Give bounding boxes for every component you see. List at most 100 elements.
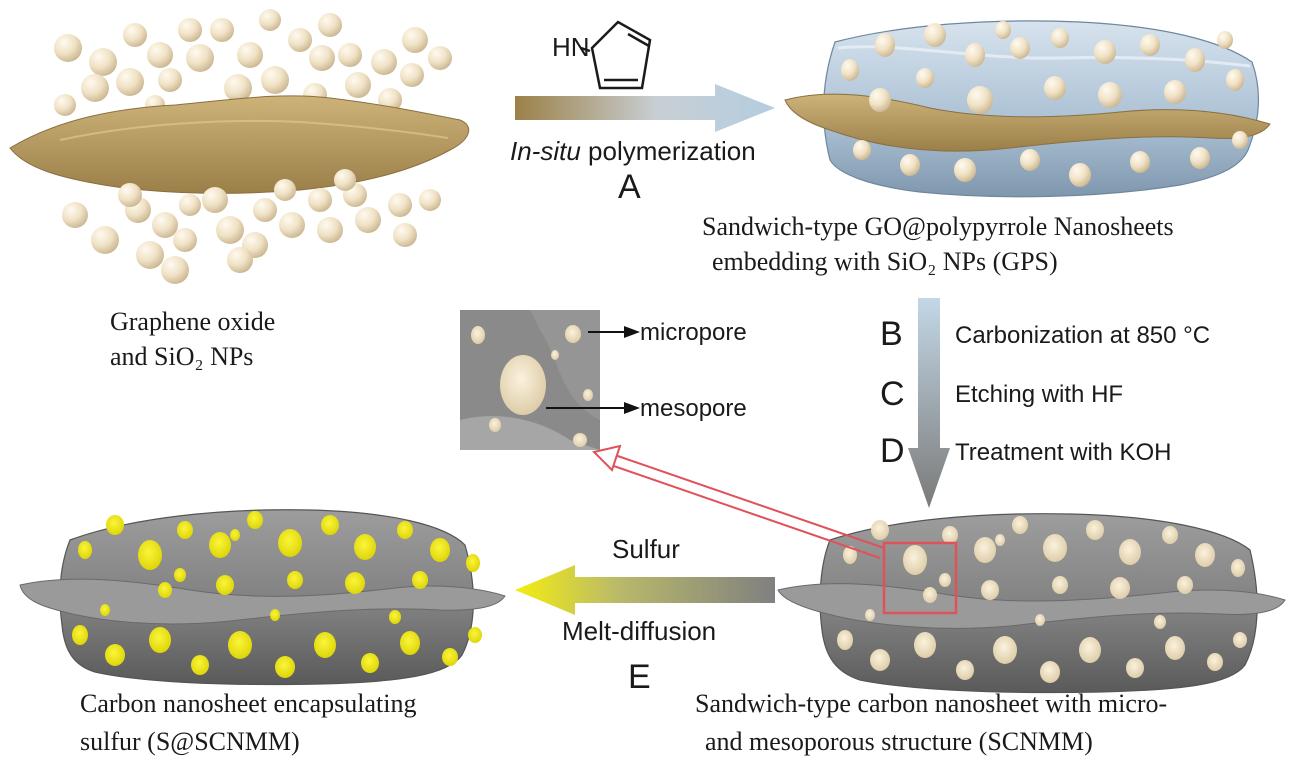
silica-sphere [261, 66, 289, 94]
scnmm-caption-line2: and mesoporous structure (SCNMM) [705, 727, 1093, 756]
silica-sphere [123, 23, 147, 47]
pore [1079, 637, 1101, 663]
embedded-silica-sphere [875, 33, 895, 57]
pore [956, 660, 974, 680]
silica-sphere [318, 13, 342, 37]
embedded-silica-sphere [900, 154, 920, 176]
step-b-text: Carbonization at 850 °C [955, 322, 1210, 349]
sulfur-filled-pore [138, 540, 162, 570]
silica-sphere [161, 256, 189, 284]
zoom-region-box [882, 541, 958, 615]
silica-sphere [309, 45, 335, 71]
silica-sphere [224, 74, 252, 102]
pore [1126, 658, 1144, 678]
silica-sphere [345, 72, 371, 98]
sulfur-filled-pore [149, 627, 171, 653]
silica-sphere [152, 212, 178, 238]
embedded-silica-sphere [1226, 69, 1244, 91]
step-c-letter: C [880, 375, 905, 413]
sulfur-filled-pore [321, 515, 339, 535]
silica-sphere [279, 212, 305, 238]
pore [974, 537, 996, 563]
sulfur-filled-pore [270, 609, 280, 621]
sulfur-filled-pore [468, 627, 482, 643]
pore [1162, 526, 1178, 544]
embedded-silica-sphere [1098, 82, 1122, 108]
sulfur-filled-pore [174, 568, 186, 582]
silica-sphere [116, 68, 144, 96]
step-c-text: Etching with HF [955, 381, 1123, 408]
scnmm-panel [777, 513, 1286, 694]
sulfur-filled-pore [466, 554, 480, 572]
silica-spheres-top [54, 9, 452, 116]
sulfur-filled-pore [228, 631, 252, 659]
mesopore-label: mesopore [640, 395, 747, 422]
silica-sphere [400, 63, 424, 87]
silica-sphere [158, 68, 182, 92]
arrow-a [515, 84, 775, 132]
s-scnmm-caption-line1: Carbon nanosheet encapsulating [80, 689, 416, 718]
pore [1154, 615, 1166, 629]
sulfur-filled-pores [72, 511, 482, 678]
pore [1012, 516, 1028, 534]
pore [1177, 576, 1193, 594]
sulfur-filled-pore [106, 515, 124, 535]
sulfur-filled-pore [345, 572, 365, 594]
go-sheet-in-gps [784, 93, 1271, 152]
silica-sphere [237, 42, 263, 68]
embedded-silica-sphere [841, 59, 859, 81]
silica-sphere [62, 202, 88, 228]
pore [1195, 543, 1215, 567]
gps-panel [784, 20, 1271, 198]
sulfur-filled-pore [100, 604, 110, 616]
silica-sphere [308, 188, 332, 212]
silica-spheres-bottom [62, 169, 441, 284]
silica-sphere [338, 43, 362, 67]
sulfur-filled-pore [430, 538, 450, 562]
sulfur-filled-pore [397, 521, 413, 539]
silica-sphere [274, 179, 296, 201]
step-d-letter: D [880, 432, 905, 470]
pore [995, 534, 1005, 546]
pore [870, 649, 890, 671]
silica-sphere [210, 18, 234, 42]
silica-sphere [419, 189, 441, 211]
mesopore-hole [500, 355, 546, 415]
sulfur-filled-pore [72, 625, 88, 645]
silica-sphere [54, 94, 76, 116]
sulfur-filled-pore [400, 631, 420, 655]
silica-sphere [317, 217, 343, 243]
embedded-silica-sphere [853, 140, 871, 160]
silica-sphere [355, 207, 381, 233]
silica-sphere [227, 247, 253, 273]
silica-sphere [54, 34, 82, 62]
sulfur-filled-pore [412, 571, 428, 589]
arrow-e [515, 565, 775, 615]
pore [1043, 534, 1067, 562]
sulfur-filled-pore [442, 648, 458, 666]
arrow-bcd [908, 298, 950, 508]
embedded-silica-sphere [924, 23, 946, 47]
silica-sphere [186, 44, 214, 72]
sulfur-filled-pore [314, 632, 336, 658]
step-e-top-label: Sulfur [612, 534, 680, 564]
inset-zoom-arrow [592, 444, 885, 559]
silica-sphere [393, 223, 417, 247]
silica-sphere [91, 226, 119, 254]
go-caption-line1: Graphene oxide [110, 307, 275, 336]
silica-sphere [118, 183, 142, 207]
s-scnmm-caption-line2: sulfur (S@SCNMM) [80, 727, 300, 756]
embedded-silica-sphere [954, 158, 976, 182]
sulfur-filled-pore [191, 655, 209, 675]
pyrrole-nh-label: HN [552, 32, 590, 62]
pore [865, 609, 875, 621]
step-a-letter: A [618, 168, 641, 206]
pore [942, 526, 958, 544]
embedded-silica-sphere [1164, 80, 1186, 104]
step-d-text: Treatment with KOH [955, 439, 1172, 466]
pore [923, 587, 937, 603]
sulfur-filled-pore [209, 532, 231, 558]
silica-sphere [173, 228, 197, 252]
